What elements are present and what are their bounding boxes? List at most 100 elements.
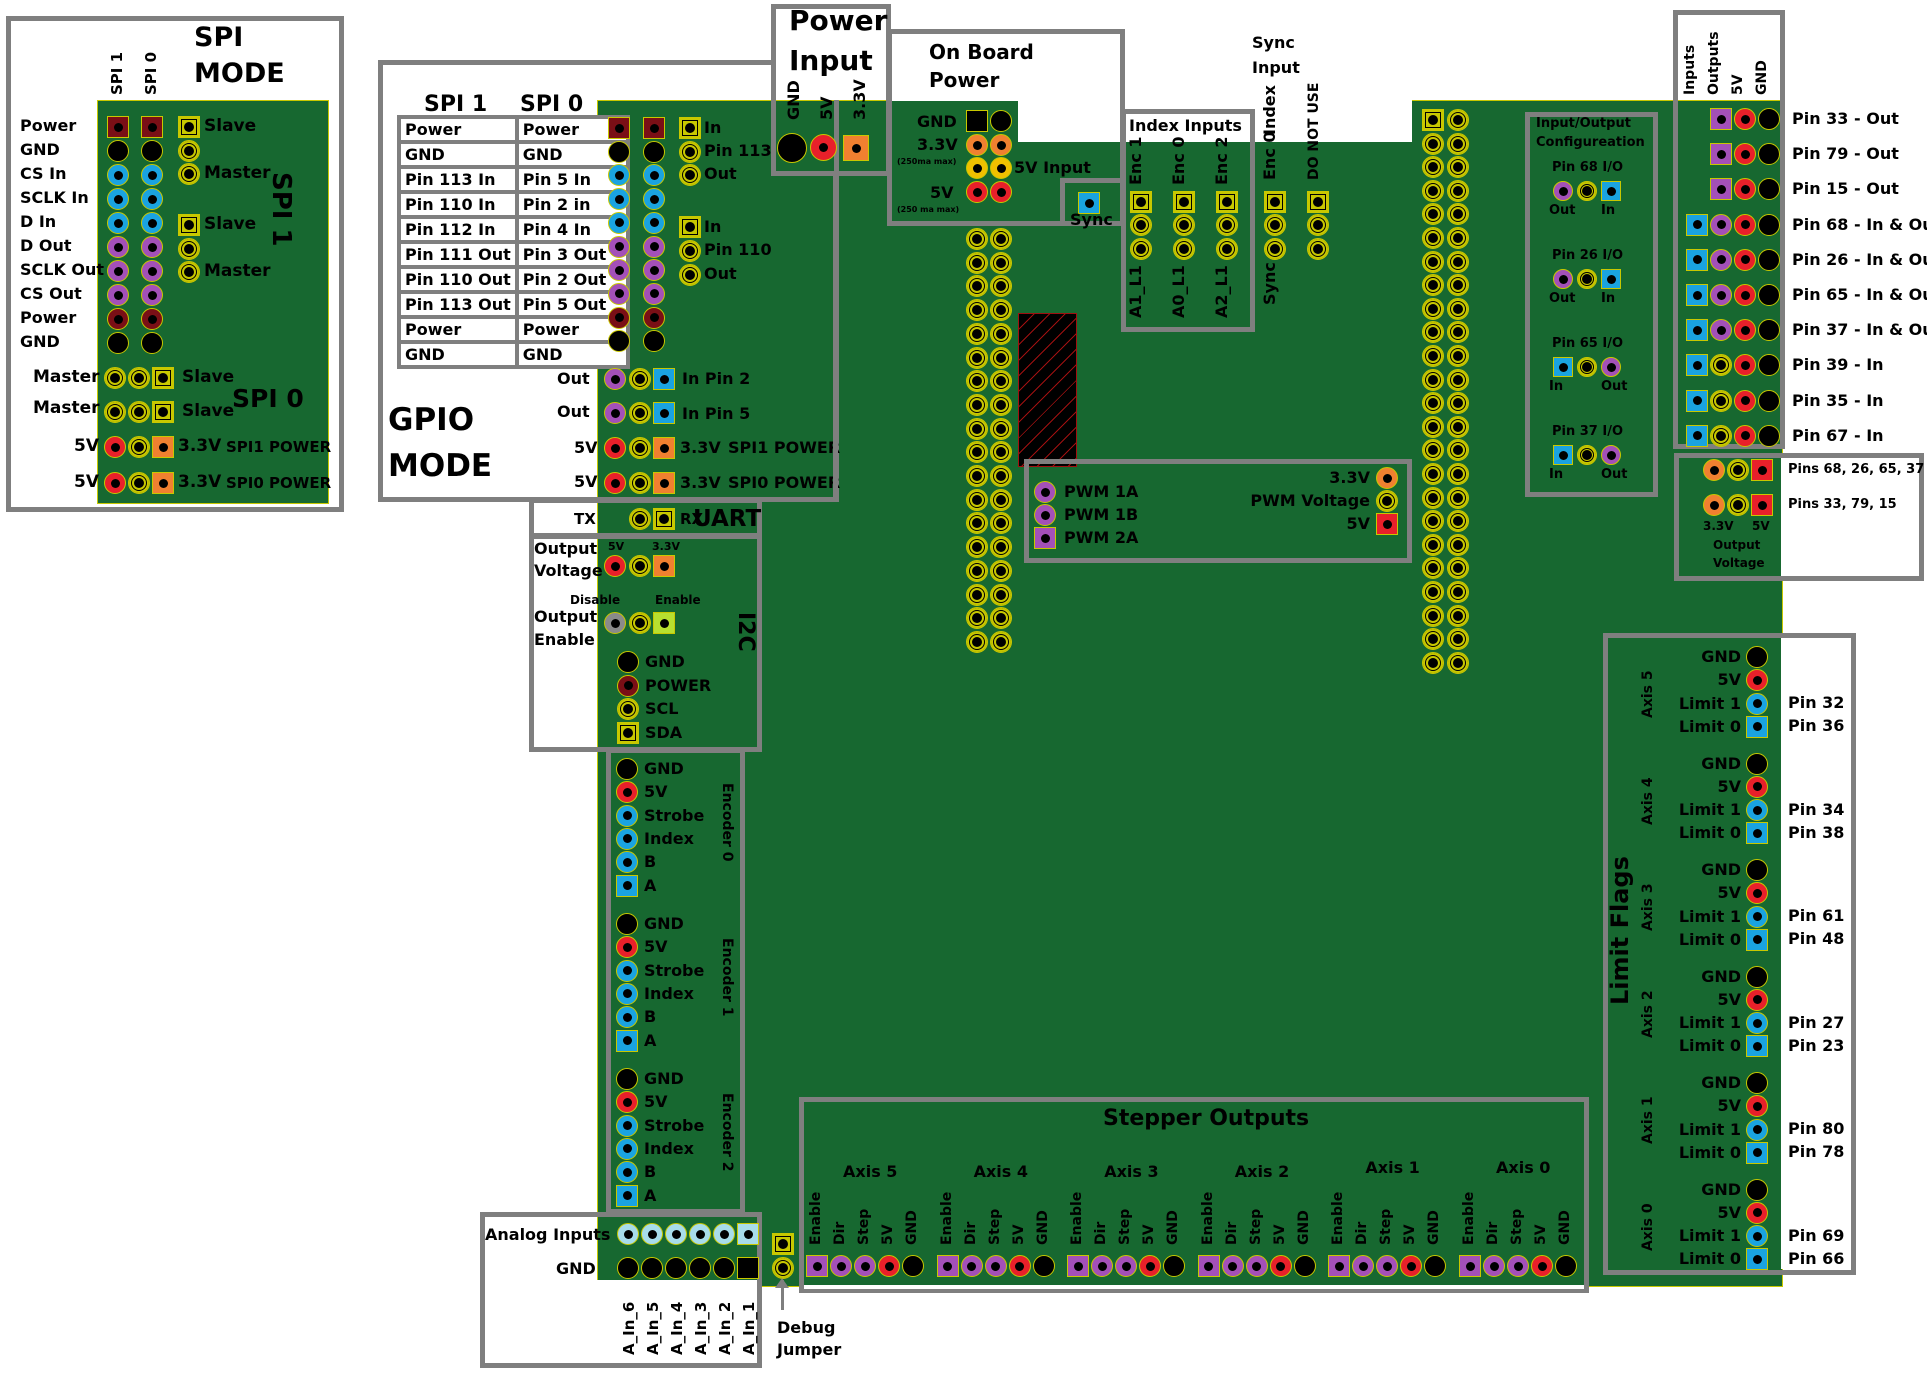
io-header-output-pin[interactable] bbox=[1710, 284, 1732, 306]
obp-33v-pin-1[interactable] bbox=[966, 134, 988, 156]
i2c-pin[interactable] bbox=[617, 721, 639, 744]
gpio-pin2-in-pin[interactable] bbox=[653, 368, 675, 390]
analog-gnd-pin[interactable] bbox=[689, 1257, 711, 1279]
header-pin[interactable] bbox=[1447, 368, 1469, 391]
header-pin[interactable] bbox=[1422, 557, 1444, 580]
io-header-5v-pin[interactable] bbox=[1734, 248, 1756, 271]
obp-5v-pin-1[interactable] bbox=[966, 181, 988, 203]
header-pin[interactable] bbox=[1447, 628, 1469, 651]
io-config-pin[interactable] bbox=[1577, 181, 1597, 201]
header-pin[interactable] bbox=[1422, 651, 1444, 674]
output-voltage-mid-pin[interactable] bbox=[1727, 459, 1749, 481]
encoder-pin[interactable] bbox=[616, 913, 638, 935]
gpio-spi0-header-pin[interactable] bbox=[643, 259, 665, 282]
obp-gnd-pin-2[interactable] bbox=[990, 110, 1012, 132]
spi1-header-pin[interactable] bbox=[107, 260, 129, 282]
header-pin[interactable] bbox=[966, 441, 988, 464]
analog-gnd-pin[interactable] bbox=[641, 1257, 663, 1279]
header-pin[interactable] bbox=[1422, 345, 1444, 367]
uart-tx-pin[interactable] bbox=[629, 508, 651, 530]
stepper-pin[interactable] bbox=[960, 1255, 983, 1277]
analog-gnd-pin[interactable] bbox=[737, 1257, 759, 1279]
gpio-pin5-mid-pin[interactable] bbox=[629, 402, 651, 424]
spi1-header-pin[interactable] bbox=[107, 140, 129, 162]
header-pin[interactable] bbox=[1447, 463, 1469, 485]
spi-mode-power1-mid-pin[interactable] bbox=[128, 436, 150, 458]
io-header-gnd-pin[interactable] bbox=[1758, 108, 1780, 130]
spi0-header-pin[interactable] bbox=[141, 332, 163, 354]
spi1-header-pin[interactable] bbox=[107, 188, 129, 210]
header-pin[interactable] bbox=[1422, 179, 1444, 202]
i2c-enable-mid-pin[interactable] bbox=[629, 612, 651, 634]
gpio-spi1-header-pin[interactable] bbox=[608, 259, 630, 282]
index-pin[interactable] bbox=[1216, 238, 1238, 260]
spi0-jumper2-pin-c[interactable] bbox=[152, 401, 174, 423]
header-pin[interactable] bbox=[966, 536, 988, 559]
gpio-spi0-header-pin[interactable] bbox=[643, 188, 665, 211]
gpio-power2-5v-pin[interactable] bbox=[604, 472, 626, 494]
stepper-pin[interactable] bbox=[1067, 1255, 1090, 1277]
io-config-pin[interactable] bbox=[1553, 269, 1573, 289]
encoder-pin[interactable] bbox=[616, 959, 638, 982]
spi1-jumper2-slave-pin[interactable] bbox=[178, 214, 200, 236]
encoder-pin[interactable] bbox=[616, 1161, 638, 1184]
header-pin[interactable] bbox=[1422, 392, 1444, 415]
limit-pin[interactable] bbox=[1746, 799, 1768, 822]
gpio-spi1-header-pin[interactable] bbox=[608, 188, 630, 211]
io-header-output-pin[interactable] bbox=[1710, 108, 1732, 130]
sync-input-enc0-pin[interactable] bbox=[1264, 191, 1286, 213]
gpio-spi0-header-pin[interactable] bbox=[643, 117, 665, 139]
gpio-spi0-header-pin[interactable] bbox=[643, 282, 665, 305]
gpio-power2-33v-pin[interactable] bbox=[653, 472, 675, 494]
io-header-gnd-pin[interactable] bbox=[1758, 319, 1780, 342]
limit-pin[interactable] bbox=[1746, 928, 1768, 951]
io-config-pin[interactable] bbox=[1577, 445, 1597, 465]
header-pin[interactable] bbox=[1422, 297, 1444, 320]
spi0-jumper2-pin-b[interactable] bbox=[128, 401, 150, 423]
header-pin[interactable] bbox=[1422, 486, 1444, 509]
uart-rx-pin[interactable] bbox=[653, 508, 675, 530]
stepper-pin[interactable] bbox=[1221, 1255, 1244, 1277]
gpio-110-in-pin[interactable] bbox=[679, 216, 701, 238]
io-header-gnd-pin[interactable] bbox=[1758, 389, 1780, 412]
header-pin[interactable] bbox=[1447, 109, 1469, 131]
io-header-5v-pin[interactable] bbox=[1734, 354, 1756, 377]
limit-pin[interactable] bbox=[1746, 965, 1768, 988]
index-pin[interactable] bbox=[1130, 238, 1152, 260]
header-pin[interactable] bbox=[966, 299, 988, 322]
header-pin[interactable] bbox=[1447, 392, 1469, 415]
index-pin[interactable] bbox=[1173, 191, 1195, 213]
encoder-pin[interactable] bbox=[616, 827, 638, 850]
header-pin[interactable] bbox=[990, 536, 1012, 559]
limit-pin[interactable] bbox=[1746, 1035, 1768, 1058]
stepper-pin[interactable] bbox=[984, 1255, 1007, 1277]
header-pin[interactable] bbox=[966, 393, 988, 416]
spi0-header-pin[interactable] bbox=[141, 308, 163, 330]
io-header-gnd-pin[interactable] bbox=[1758, 354, 1780, 377]
header-pin[interactable] bbox=[990, 299, 1012, 322]
header-pin[interactable] bbox=[1422, 109, 1444, 131]
header-pin[interactable] bbox=[990, 441, 1012, 464]
index-pin[interactable] bbox=[1173, 238, 1195, 260]
gpio-spi1-header-pin[interactable] bbox=[608, 164, 630, 187]
limit-pin[interactable] bbox=[1746, 1248, 1768, 1271]
spi1-jumper-master-pin[interactable] bbox=[178, 163, 200, 185]
io-header-gnd-pin[interactable] bbox=[1758, 213, 1780, 236]
i2c-33v-pin[interactable] bbox=[653, 555, 675, 577]
output-voltage-5v-pin[interactable] bbox=[1751, 494, 1773, 516]
spi0-header-pin[interactable] bbox=[141, 260, 163, 282]
limit-pin[interactable] bbox=[1746, 692, 1768, 715]
gpio-spi1-header-pin[interactable] bbox=[608, 282, 630, 305]
spi0-header-pin[interactable] bbox=[141, 188, 163, 210]
gpio-113-mid-pin[interactable] bbox=[679, 141, 701, 163]
spi1-header-pin[interactable] bbox=[107, 332, 129, 354]
header-pin[interactable] bbox=[1422, 533, 1444, 556]
gpio-110-mid-pin[interactable] bbox=[679, 240, 701, 262]
i2c-5v-pin[interactable] bbox=[604, 555, 626, 577]
gpio-spi0-header-pin[interactable] bbox=[643, 330, 665, 353]
io-header-output-pin[interactable] bbox=[1710, 178, 1732, 201]
output-voltage-33v-pin[interactable] bbox=[1703, 494, 1725, 516]
gpio-power1-33v-pin[interactable] bbox=[653, 437, 675, 459]
header-pin[interactable] bbox=[1447, 156, 1469, 179]
pwm-pin[interactable] bbox=[1034, 481, 1056, 503]
